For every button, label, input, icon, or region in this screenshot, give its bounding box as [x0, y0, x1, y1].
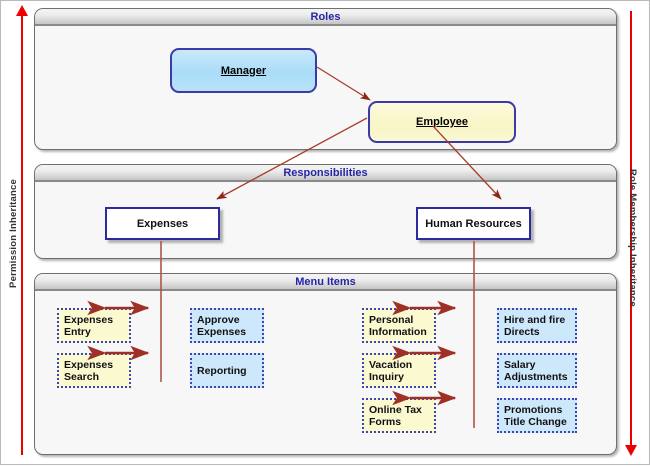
- menu-item-line1: Reporting: [197, 364, 247, 377]
- menu-item-approve-expenses[interactable]: Approve Expenses: [190, 308, 264, 343]
- panel-menu-items-title: Menu Items: [35, 274, 616, 291]
- menu-item-line2: Entry: [64, 325, 91, 338]
- panel-roles-title: Roles: [35, 9, 616, 26]
- role-membership-inheritance-axis-line: [630, 11, 632, 448]
- menu-item-vacation-inquiry[interactable]: Vacation Inquiry: [362, 353, 436, 388]
- menu-item-line1: Hire and fire: [504, 313, 566, 326]
- menu-item-line2: Inquiry: [369, 370, 405, 383]
- menu-item-line1: Promotions: [504, 403, 563, 416]
- panel-roles-body: Manager Employee: [35, 26, 616, 147]
- menu-item-line2: Directs: [504, 325, 540, 338]
- permission-inheritance-label: Permission Inheritance: [8, 179, 19, 288]
- menu-item-personal-information[interactable]: Personal Information: [362, 308, 436, 343]
- menu-item-line1: Approve: [197, 313, 240, 326]
- menu-item-line2: Title Change: [504, 415, 567, 428]
- menu-item-promotions-title-change[interactable]: Promotions Title Change: [497, 398, 577, 433]
- menu-item-line1: Personal: [369, 313, 414, 326]
- menu-item-line2: Information: [369, 325, 427, 338]
- menu-item-salary-adjustments[interactable]: Salary Adjustments: [497, 353, 577, 388]
- panel-menu-items-body: Expenses Entry Approve Expenses Expenses…: [35, 291, 616, 452]
- menu-item-line1: Online Tax: [369, 403, 422, 416]
- responsibility-node-human-resources[interactable]: Human Resources: [416, 207, 531, 240]
- menu-item-expenses-entry[interactable]: Expenses Entry: [57, 308, 131, 343]
- menu-item-line2: Forms: [369, 415, 402, 428]
- permission-inheritance-axis-line: [21, 15, 23, 455]
- panel-menu-items: Menu Items Expenses Entry Approve Expens…: [34, 273, 617, 455]
- menu-item-line1: Expenses: [64, 358, 114, 371]
- menu-item-line1: Expenses: [64, 313, 114, 326]
- role-node-employee[interactable]: Employee: [368, 101, 516, 143]
- panel-responsibilities-title: Responsibilities: [35, 165, 616, 182]
- responsibility-node-expenses[interactable]: Expenses: [105, 207, 220, 240]
- arrow-up-icon: [16, 5, 28, 16]
- menu-item-expenses-search[interactable]: Expenses Search: [57, 353, 131, 388]
- panel-roles: Roles Manager Employee: [34, 8, 617, 150]
- menu-item-online-tax-forms[interactable]: Online Tax Forms: [362, 398, 436, 433]
- role-membership-inheritance-label: Role Membership Inheritance: [627, 169, 638, 307]
- menu-item-line2: Adjustments: [504, 370, 568, 383]
- panel-responsibilities: Responsibilities Expenses Human Resource…: [34, 164, 617, 259]
- panel-responsibilities-body: Expenses Human Resources: [35, 182, 616, 256]
- role-node-manager[interactable]: Manager: [170, 48, 317, 93]
- menu-item-line1: Salary: [504, 358, 536, 371]
- menu-item-reporting[interactable]: Reporting: [190, 353, 264, 388]
- menu-item-line1: Vacation: [369, 358, 413, 371]
- menu-item-hire-and-fire-directs[interactable]: Hire and fire Directs: [497, 308, 577, 343]
- arrow-down-icon: [625, 445, 637, 456]
- menu-item-line2: Expenses: [197, 325, 247, 338]
- menu-item-line2: Search: [64, 370, 100, 383]
